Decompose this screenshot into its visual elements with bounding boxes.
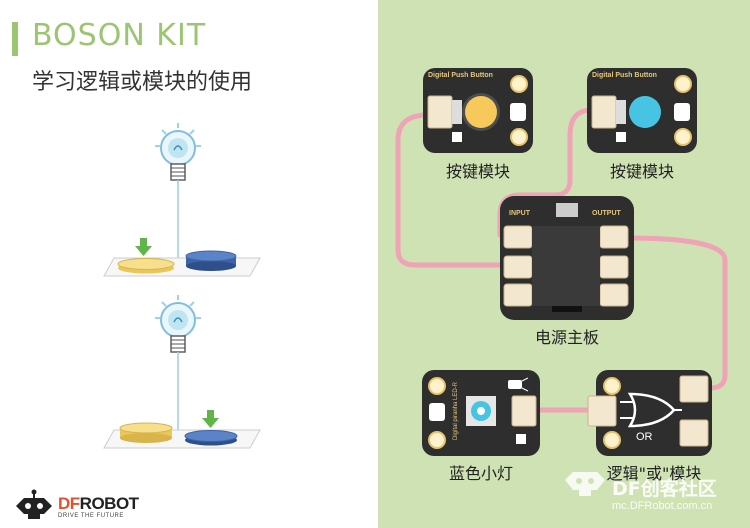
scene-top [103,123,261,277]
or-illustration [16,123,261,519]
button-module-1 [423,68,533,153]
page-subtitle: 学习逻辑或模块的使用 [32,70,253,95]
page-title: BOSON KIT [32,18,207,53]
pin-hole-icon [603,377,621,449]
brand-name: DFROBOT [58,494,139,514]
watermark-name: DF创客社区 [612,478,717,500]
pin-hole-icon [674,75,692,146]
button2-cap [629,96,661,128]
pin-hole-icon [428,377,446,449]
main-board-caption: 电源主板 [534,328,599,347]
button2-board-text: Digital Push Button [592,72,657,79]
main-board-output-label: OUTPUT [592,210,621,217]
title-accent-bar [12,22,18,56]
brand-name-suffix: ROBOT [79,494,139,513]
community-logo-icon [565,472,605,496]
main-board-input-label: INPUT [509,210,530,217]
led-board-text: Digital piranha LED-R [453,381,459,441]
button1-board-text: Digital Push Button [428,72,493,79]
press-arrow-icon [202,410,219,428]
brand-tagline: DRIVE THE FUTURE [58,513,124,519]
button2-caption: 按键模块 [609,162,674,181]
logic-or-caption: 逻辑"或"模块 [606,464,702,483]
brand-name-prefix: DF [58,494,80,513]
led-module [422,370,540,456]
light-bulb-icon [155,295,201,353]
main-board [500,196,634,320]
pin-hole-icon [510,75,528,146]
press-arrow-icon [135,238,152,256]
led-bulb-icon [508,377,529,392]
button-module-2 [587,68,697,153]
dfrobot-logo-icon [16,489,52,519]
or-gate-text: OR [636,431,653,443]
button1-caption: 按键模块 [445,162,510,181]
scene-bottom [103,295,261,449]
watermark-url: mc.DFRobot.com.cn [612,500,713,512]
logic-or-module [587,370,712,456]
or-gate-icon [620,392,682,428]
button1-cap [465,96,497,128]
light-bulb-icon [155,123,201,181]
led-caption: 蓝色小灯 [448,464,513,483]
